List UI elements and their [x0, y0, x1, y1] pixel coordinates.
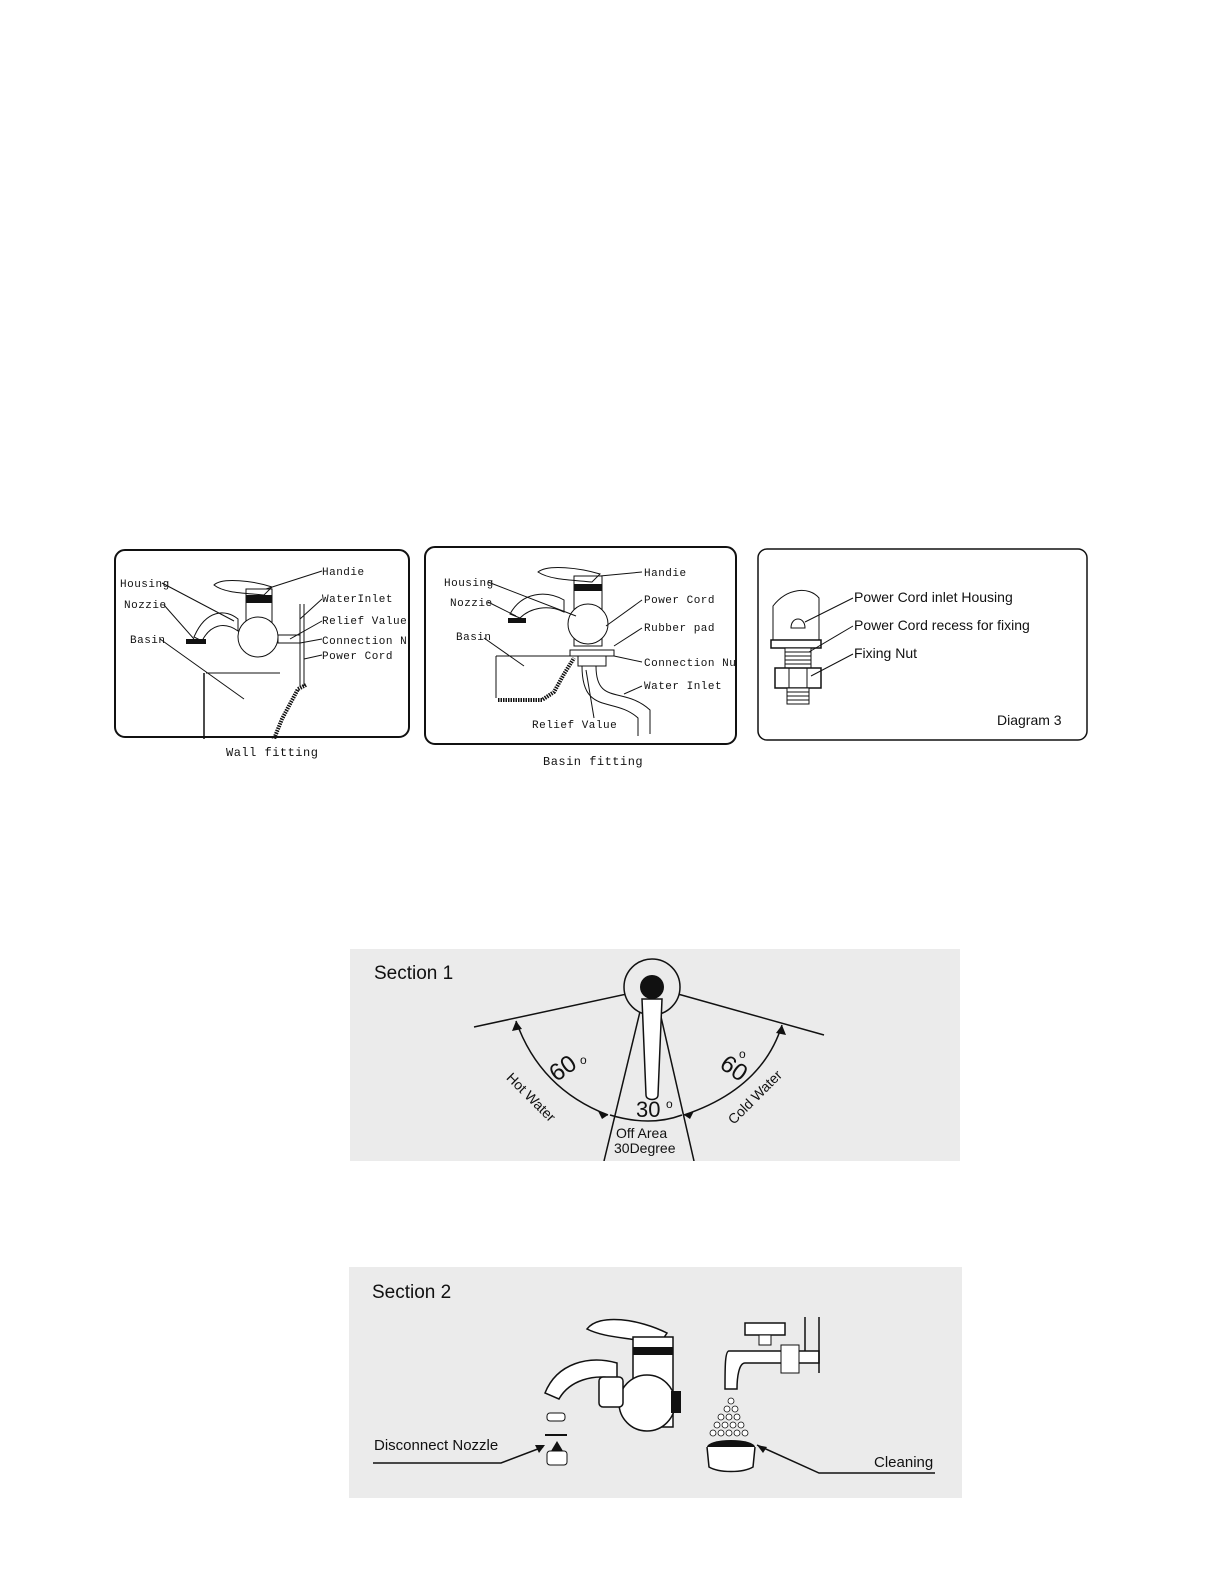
section1-off-area-line1: Off Area	[616, 1125, 668, 1141]
section1-hot-degree: o	[580, 1053, 587, 1067]
section2-title: Section 2	[372, 1282, 452, 1303]
diagram3-figure: Power Cord inlet Housing Power Cord rece…	[757, 548, 1088, 742]
section2-drawing	[373, 1317, 935, 1474]
wall-label-power-cord: Power Cord	[322, 651, 393, 663]
basin-label-basin: Basin	[456, 632, 492, 644]
basin-fitting-caption: Basin fitting	[543, 755, 644, 769]
section1-off-area-line2: 30Degree	[614, 1140, 676, 1156]
diagram3-label-recess: Power Cord recess for fixing	[854, 617, 1030, 633]
section2-cleaning-label: Cleaning	[874, 1454, 934, 1471]
wall-label-housing: Housing	[120, 579, 170, 591]
section1-off-degree: o	[666, 1097, 673, 1111]
basin-label-nozzle: Nozzie	[450, 598, 493, 610]
wall-fitting-caption: Wall fitting	[226, 746, 319, 760]
section1-off-angle: 30	[636, 1097, 661, 1122]
wall-fitting-drawing: Housing Nozzie Basin Handie WaterInlet R…	[114, 549, 421, 753]
wall-label-handle: Handie	[322, 567, 365, 579]
basin-label-water-inlet: Water Inlet	[644, 681, 722, 693]
wall-label-nozzle: Nozzie	[124, 600, 167, 612]
section1-panel: Section 1 60 o 60 o 30 o Hot Water Cold …	[350, 949, 960, 1161]
wall-label-connection-nut: Connection Nut	[322, 636, 410, 648]
diagram3-label-fixing-nut: Fixing Nut	[854, 645, 918, 661]
diagram3-title: Diagram 3	[997, 712, 1062, 728]
section1-title: Section 1	[374, 963, 454, 984]
basin-label-relief-valve: Relief Value	[532, 720, 617, 732]
section2-disconnect-nozzle-label: Disconnect Nozzle	[374, 1437, 499, 1454]
basin-label-rubber-pad: Rubber pad	[644, 623, 715, 635]
diagram3-label-inlet-housing: Power Cord inlet Housing	[854, 589, 1013, 605]
section1-cold-degree: o	[739, 1047, 746, 1061]
wall-fitting-figure: Housing Nozzie Basin Handie WaterInlet R…	[114, 549, 421, 753]
basin-label-housing: Housing	[444, 578, 494, 590]
basin-label-connection-nut: Connection Nut	[644, 658, 737, 670]
basin-label-handle: Handie	[644, 568, 687, 580]
basin-fitting-figure: Housing Nozzie Basin Handie Power Cord R…	[424, 546, 743, 746]
diagram3-drawing	[757, 548, 1088, 741]
basin-fitting-drawing: Housing Nozzie Basin Handie Power Cord R…	[424, 546, 743, 745]
section1-drawing	[473, 958, 825, 1161]
wall-label-basin: Basin	[130, 635, 166, 647]
basin-label-power-cord: Power Cord	[644, 595, 715, 607]
wall-label-water-inlet: WaterInlet	[322, 594, 393, 606]
section2-panel: Section 2 Disconnect Nozzle Cleaning	[349, 1267, 962, 1498]
wall-label-relief-valve: Relief Value	[322, 616, 407, 628]
